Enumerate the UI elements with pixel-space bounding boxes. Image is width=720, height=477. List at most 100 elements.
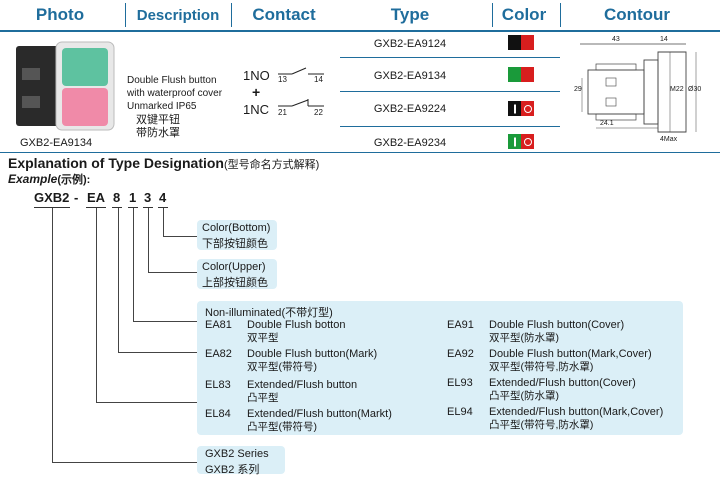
entry-cn: 双平型(带符号) bbox=[247, 361, 317, 373]
explanation-title-en: Explanation of Type Designation bbox=[8, 155, 224, 171]
entry-code: EL93 bbox=[447, 377, 473, 389]
code-dash: - bbox=[74, 190, 79, 205]
tree-line bbox=[148, 272, 197, 273]
series-en: GXB2 Series bbox=[205, 448, 269, 460]
color-swatch bbox=[508, 101, 534, 116]
contour-dim-length: 43 bbox=[612, 36, 620, 43]
type-entry-ea82: EA82 Double Flush button(Mark) 双平型(带符号) bbox=[205, 348, 377, 373]
non-illuminated-box: Non-illuminated(不带灯型) EA81 Double Flush … bbox=[197, 301, 683, 435]
type-label: GXB2-EA9124 bbox=[373, 38, 447, 50]
header-description: Description bbox=[136, 6, 220, 24]
description-line-1: Double Flush button bbox=[127, 75, 217, 86]
entry-en: Extended/Flush button bbox=[247, 379, 358, 391]
entry-cn: 双平型(防水罩) bbox=[489, 332, 559, 344]
type-entry-el84: EL84 Extended/Flush button(Markt) 凸平型(带符… bbox=[205, 408, 392, 433]
contour-dim-max: 4Max bbox=[660, 136, 678, 143]
color-swatch bbox=[508, 67, 534, 82]
code-digit-8: 8 bbox=[113, 190, 121, 205]
code-digit-1: 1 bbox=[129, 190, 137, 205]
contour-dim-depth: 14 bbox=[660, 36, 668, 43]
swatch-half-left bbox=[508, 134, 521, 149]
contour-drawing bbox=[566, 34, 716, 150]
ring-mark-icon bbox=[523, 137, 532, 146]
swatch-half-left bbox=[508, 67, 521, 82]
description-line-3: Unmarked IP65 bbox=[127, 101, 197, 112]
code-digit-3: 3 bbox=[144, 190, 152, 205]
type-label: GXB2-EA9224 bbox=[373, 103, 447, 115]
entry-en: Extended/Flush button(Mark,Cover) bbox=[489, 406, 664, 418]
color-bottom-box: Color(Bottom) 下部按钮颜色 bbox=[197, 220, 277, 250]
color-upper-box: Color(Upper) 上部按钮颜色 bbox=[197, 259, 277, 289]
non-illuminated-heading-cn: (不带灯型) bbox=[281, 307, 333, 319]
example-label-en: Example bbox=[8, 172, 58, 186]
entry-en: Double Flush button(Mark) bbox=[247, 348, 378, 360]
section-rule bbox=[0, 152, 720, 153]
contact-no-term-b: 14 bbox=[314, 75, 323, 84]
code-underline bbox=[86, 207, 106, 208]
non-illuminated-heading: Non-illuminated(不带灯型) bbox=[205, 304, 333, 320]
swatch-half-right bbox=[521, 134, 534, 149]
entry-cn: 双平型 bbox=[247, 332, 279, 344]
explanation-title-cn: (型号命名方式解释) bbox=[223, 159, 320, 171]
code-type: EA bbox=[87, 190, 106, 205]
header-type: Type bbox=[390, 5, 430, 24]
type-entry-ea92: EA92 Double Flush button(Mark,Cover) 双平型… bbox=[447, 348, 652, 373]
code-digit-4: 4 bbox=[159, 190, 167, 205]
header-contour: Contour bbox=[603, 5, 671, 24]
color-upper-cn: 上部按钮颜色 bbox=[202, 277, 268, 289]
entry-code: EA81 bbox=[205, 319, 232, 331]
tree-line bbox=[52, 462, 197, 463]
color-bottom-cn: 下部按钮颜色 bbox=[202, 238, 268, 250]
code-underline bbox=[158, 207, 168, 208]
entry-code: EL94 bbox=[447, 406, 473, 418]
contact-nc-term-a: 21 bbox=[278, 108, 287, 117]
tree-line bbox=[96, 402, 197, 403]
entry-cn: 凸平型(防水罩) bbox=[489, 390, 559, 402]
tree-line bbox=[52, 208, 53, 462]
contact-nc-term-b: 22 bbox=[314, 108, 323, 117]
description-line-2: with waterproof cover bbox=[127, 88, 223, 99]
code-underline bbox=[34, 207, 70, 208]
header-contact: Contact bbox=[252, 5, 316, 24]
product-model: GXB2-EA9134 bbox=[20, 137, 93, 149]
entry-cn: 凸平型(带符号,防水罩) bbox=[489, 419, 594, 431]
explanation-title: Explanation of Type Designation(型号命名方式解释… bbox=[8, 155, 319, 172]
contact-no-label: 1NO bbox=[243, 68, 270, 83]
tree-line bbox=[163, 236, 197, 237]
contour-dim-height: 29 bbox=[574, 86, 582, 93]
type-label: GXB2-EA9234 bbox=[373, 137, 447, 149]
contact-nc-label: 1NC bbox=[243, 102, 270, 117]
bar-mark-icon bbox=[513, 137, 516, 146]
type-entry-el83: EL83 Extended/Flush button 凸平型 bbox=[205, 379, 357, 404]
type-entry-ea91: EA91 Double Flush button(Cover) 双平型(防水罩) bbox=[447, 319, 624, 344]
non-illuminated-heading-en: Non-illuminated bbox=[205, 307, 282, 319]
type-row-divider bbox=[340, 126, 560, 127]
contact-nc-symbol bbox=[276, 96, 326, 116]
entry-code: EL83 bbox=[205, 379, 231, 391]
code-series: GXB2 bbox=[34, 190, 70, 205]
swatch-half-right bbox=[521, 35, 534, 50]
color-swatch bbox=[508, 35, 534, 50]
entry-cn: 凸平型 bbox=[247, 392, 279, 404]
code-underline bbox=[128, 207, 138, 208]
entry-cn: 凸平型(带符号) bbox=[247, 421, 317, 433]
entry-code: EA82 bbox=[205, 348, 232, 360]
bar-mark-icon bbox=[513, 104, 516, 113]
product-photo bbox=[12, 38, 120, 134]
header-divider bbox=[492, 3, 493, 27]
type-entry-el94: EL94 Extended/Flush button(Mark,Cover) 凸… bbox=[447, 406, 663, 431]
ring-mark-icon bbox=[523, 104, 532, 113]
type-row-divider bbox=[340, 57, 560, 58]
contour-dim-base: 24.1 bbox=[600, 120, 614, 127]
entry-en: Extended/Flush button(Cover) bbox=[489, 377, 636, 389]
tree-line bbox=[96, 208, 97, 402]
entry-code: EA91 bbox=[447, 319, 474, 331]
type-label: GXB2-EA9134 bbox=[373, 70, 447, 82]
swatch-half-left bbox=[508, 35, 521, 50]
entry-code: EA92 bbox=[447, 348, 474, 360]
entry-code: EL84 bbox=[205, 408, 231, 420]
tree-line bbox=[133, 208, 134, 321]
header-divider bbox=[125, 3, 126, 27]
example-label: Example(示例): bbox=[8, 171, 90, 187]
header-divider bbox=[231, 3, 232, 27]
